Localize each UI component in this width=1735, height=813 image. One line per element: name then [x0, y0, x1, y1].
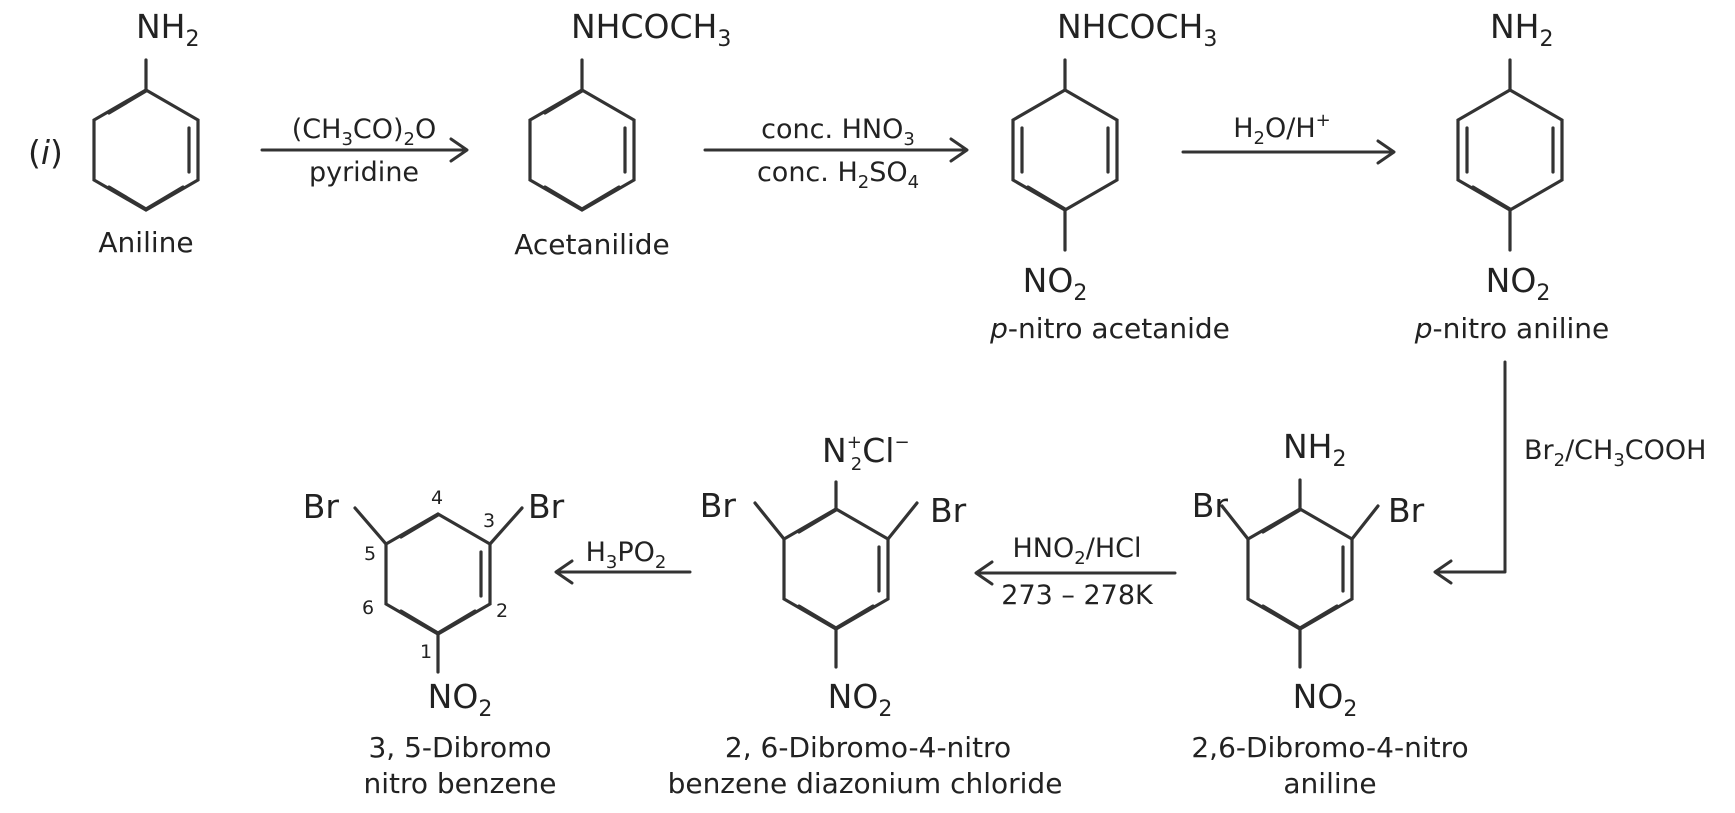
dibromonitrobenzene-structure: Br Br 1 2 3 4 5 6 NO2 3, 5-Dibromo nitro…: [303, 487, 565, 800]
dibromo-nitroaniline-nitro-group: NO2: [1293, 677, 1358, 722]
ring-number-5: 5: [364, 543, 376, 565]
p-nitro-aniline-name: p-nitro aniline: [1414, 312, 1610, 345]
p-nitro-aniline-structure: NH2 NO2 p-nitro aniline: [1414, 7, 1610, 345]
dibromonitrobenzene-bromo-left: Br: [303, 487, 340, 526]
ring-number-4: 4: [431, 487, 443, 509]
reagent-acid-hydrolysis: H2O/H+: [1233, 110, 1331, 149]
p-nitro-acetanilide-name: p-nitro acetanide: [989, 312, 1230, 345]
reagent-pyridine: pyridine: [309, 157, 419, 188]
dibromo-nitroaniline-amino-group: NH2: [1283, 427, 1347, 472]
dibromo-nitroaniline-bromo-right: Br: [1388, 491, 1425, 530]
p-nitro-acetanilide-nitro-group: NO2: [1023, 261, 1088, 306]
part-label: (i): [28, 133, 63, 172]
dibromonitrobenzene-nitro-group: NO2: [428, 677, 493, 722]
reagent-bromine-acetic-acid: Br2/CH3COOH: [1524, 435, 1706, 471]
diazonium-nitro-group: NO2: [828, 677, 893, 722]
reaction-arrow-3: H2O/H+: [1181, 110, 1396, 165]
p-nitro-acetanilide-structure: NHCOCH3 NO2 p-nitro acetanide: [989, 7, 1230, 345]
ring-number-6: 6: [362, 597, 374, 619]
reagent-conc-nitric-acid: conc. HNO3: [761, 114, 915, 150]
dibromo-nitroaniline-name-line1: 2,6-Dibromo-4-nitro: [1191, 731, 1468, 764]
diazonium-group: N+2Cl−: [822, 431, 910, 475]
diazonium-bromo-right: Br: [930, 491, 967, 530]
acetanilide-name: Acetanilide: [514, 228, 670, 261]
diazonium-name-line1: 2, 6-Dibromo-4-nitro: [725, 731, 1011, 764]
acetanilide-acetamido-group: NHCOCH3: [571, 7, 731, 52]
reaction-arrow-4: Br2/CH3COOH: [1433, 360, 1706, 585]
ring-number-3: 3: [483, 510, 495, 532]
reagent-temperature: 273 – 278K: [1001, 580, 1154, 611]
dibromonitrobenzene-bromo-right: Br: [528, 487, 565, 526]
diazonium-structure: N+2Cl− Br Br NO2 2, 6-Dibromo-4-nitro be…: [668, 431, 1063, 800]
acetanilide-structure: NHCOCH3 Acetanilide: [514, 7, 731, 261]
dibromo-nitroaniline-structure: NH2 Br Br NO2 2,6-Dibromo-4-nitro anilin…: [1191, 427, 1468, 800]
reagent-nitrous-acid: HNO2/HCl: [1013, 533, 1142, 569]
dibromonitrobenzene-name-line2: nitro benzene: [363, 767, 556, 800]
diazonium-name-line2: benzene diazonium chloride: [668, 767, 1063, 800]
aniline-name: Aniline: [98, 226, 193, 259]
dibromo-nitroaniline-bromo-left: Br: [1192, 486, 1229, 525]
reagent-conc-sulfuric-acid: conc. H2SO4: [757, 157, 919, 193]
ring-number-1: 1: [420, 641, 432, 663]
reaction-arrow-5: HNO2/HCl 273 – 278K: [974, 533, 1177, 611]
p-nitro-aniline-amino-group: NH2: [1490, 7, 1554, 52]
dibromo-nitroaniline-name-line2: aniline: [1283, 767, 1376, 800]
dibromonitrobenzene-name-line1: 3, 5-Dibromo: [368, 731, 551, 764]
aniline-structure: NH2 Aniline: [92, 7, 200, 259]
reaction-arrow-6: H3PO2: [554, 537, 692, 585]
aniline-amino-group: NH2: [136, 7, 200, 52]
ring-number-2: 2: [496, 600, 508, 622]
reaction-arrow-2: conc. HNO3 conc. H2SO4: [703, 114, 969, 193]
diazonium-bromo-left: Br: [700, 486, 737, 525]
reaction-arrow-1: (CH3CO)2O pyridine: [260, 114, 469, 188]
reagent-hypophosphorous-acid: H3PO2: [586, 537, 667, 573]
reagent-acetic-anhydride: (CH3CO)2O: [292, 114, 437, 150]
p-nitro-aniline-nitro-group: NO2: [1486, 261, 1551, 306]
p-nitro-acetanilide-acetamido-group: NHCOCH3: [1057, 7, 1217, 52]
